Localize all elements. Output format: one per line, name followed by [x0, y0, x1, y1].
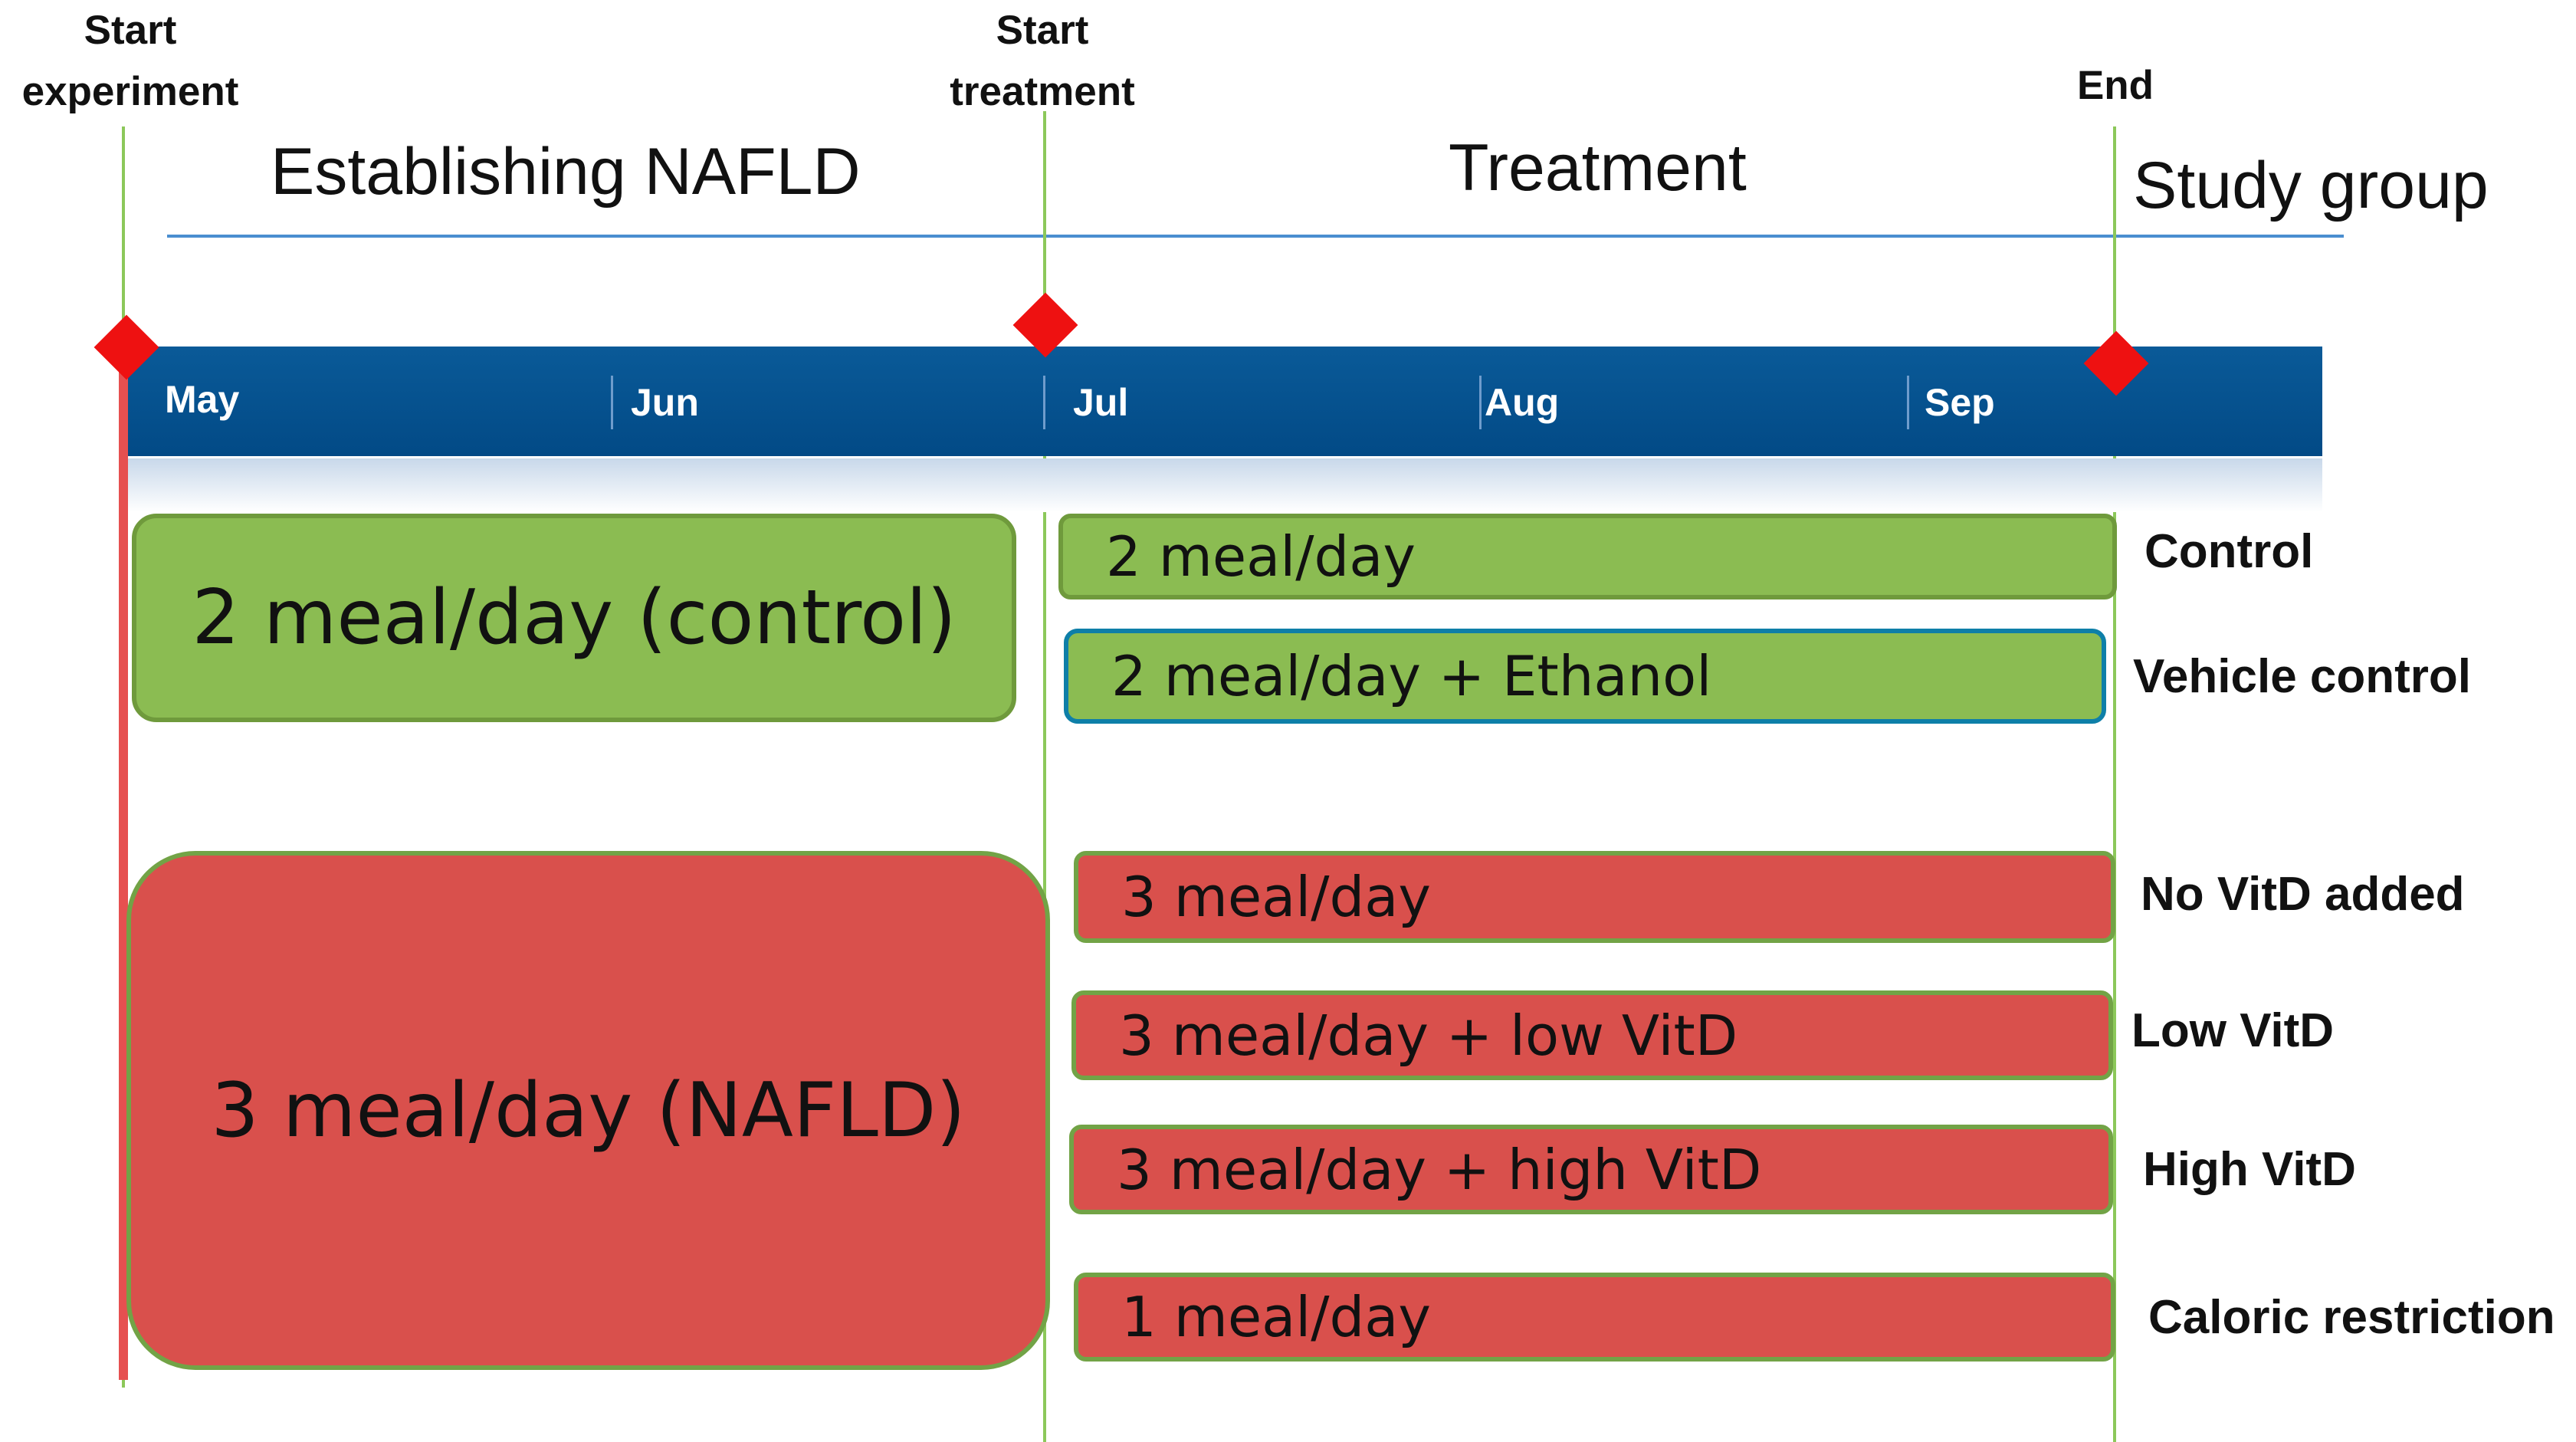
group-control: Control [2144, 525, 2314, 578]
month-tick [611, 376, 613, 429]
phase-treatment: Treatment [1449, 131, 1747, 205]
month-label-jul: Jul [1073, 381, 1129, 424]
treatment-1-meal-box: 1 meal/day [1074, 1273, 2115, 1362]
end-line [2113, 126, 2116, 1442]
group-low-vitd: Low VitD [2131, 1004, 2335, 1057]
month-label-aug: Aug [1485, 381, 1560, 424]
diet-nafld-label: 3 meal/day (NAFLD) [211, 1066, 966, 1155]
phase-establishing-nafld: Establishing NAFLD [271, 135, 861, 209]
group-no-vitd-added: No VitD added [2141, 868, 2465, 921]
month-label-may: May [165, 378, 240, 421]
diet-control-label: 2 meal/day (control) [192, 574, 957, 662]
treatment-low-vitd-label: 3 meal/day + low VitD [1119, 1003, 1738, 1068]
milestone-start-experiment: Start experiment [21, 8, 239, 114]
group-caloric-restriction: Caloric restriction [2148, 1291, 2555, 1344]
treatment-1-meal-label: 1 meal/day [1121, 1285, 1431, 1349]
diet-control-box: 2 meal/day (control) [132, 514, 1016, 722]
milestone-end: End [2076, 63, 2154, 108]
month-tick [1907, 376, 1909, 429]
phase-divider-line [167, 235, 2344, 238]
timeline-bar-shadow [127, 458, 2322, 512]
treatment-2-meal-label: 2 meal/day [1106, 524, 1416, 589]
start-treatment-line [1043, 111, 1046, 1442]
treatment-low-vitd-box: 3 meal/day + low VitD [1071, 990, 2113, 1080]
treatment-2-meal-box: 2 meal/day [1058, 514, 2117, 599]
timeline-bar [127, 347, 2322, 456]
treatment-ethanol-label: 2 meal/day + Ethanol [1111, 644, 1712, 708]
group-high-vitd: High VitD [2143, 1143, 2356, 1196]
treatment-high-vitd-label: 3 meal/day + high VitD [1117, 1137, 1762, 1202]
month-label-sep: Sep [1925, 381, 1995, 424]
treatment-high-vitd-box: 3 meal/day + high VitD [1069, 1125, 2113, 1214]
month-label-jun: Jun [631, 381, 699, 424]
group-vehicle-control: Vehicle control [2133, 650, 2472, 703]
month-tick [1479, 376, 1482, 429]
experiment-timeline-marker [119, 343, 128, 1380]
phase-study-group: Study group [2133, 149, 2489, 222]
month-tick [1043, 376, 1045, 429]
milestone-start-treatment: Start treatment [950, 8, 1135, 114]
treatment-3-meal-box: 3 meal/day [1074, 851, 2115, 943]
diet-nafld-box: 3 meal/day (NAFLD) [126, 851, 1050, 1370]
treatment-3-meal-label: 3 meal/day [1121, 865, 1431, 929]
treatment-ethanol-box: 2 meal/day + Ethanol [1064, 629, 2106, 724]
